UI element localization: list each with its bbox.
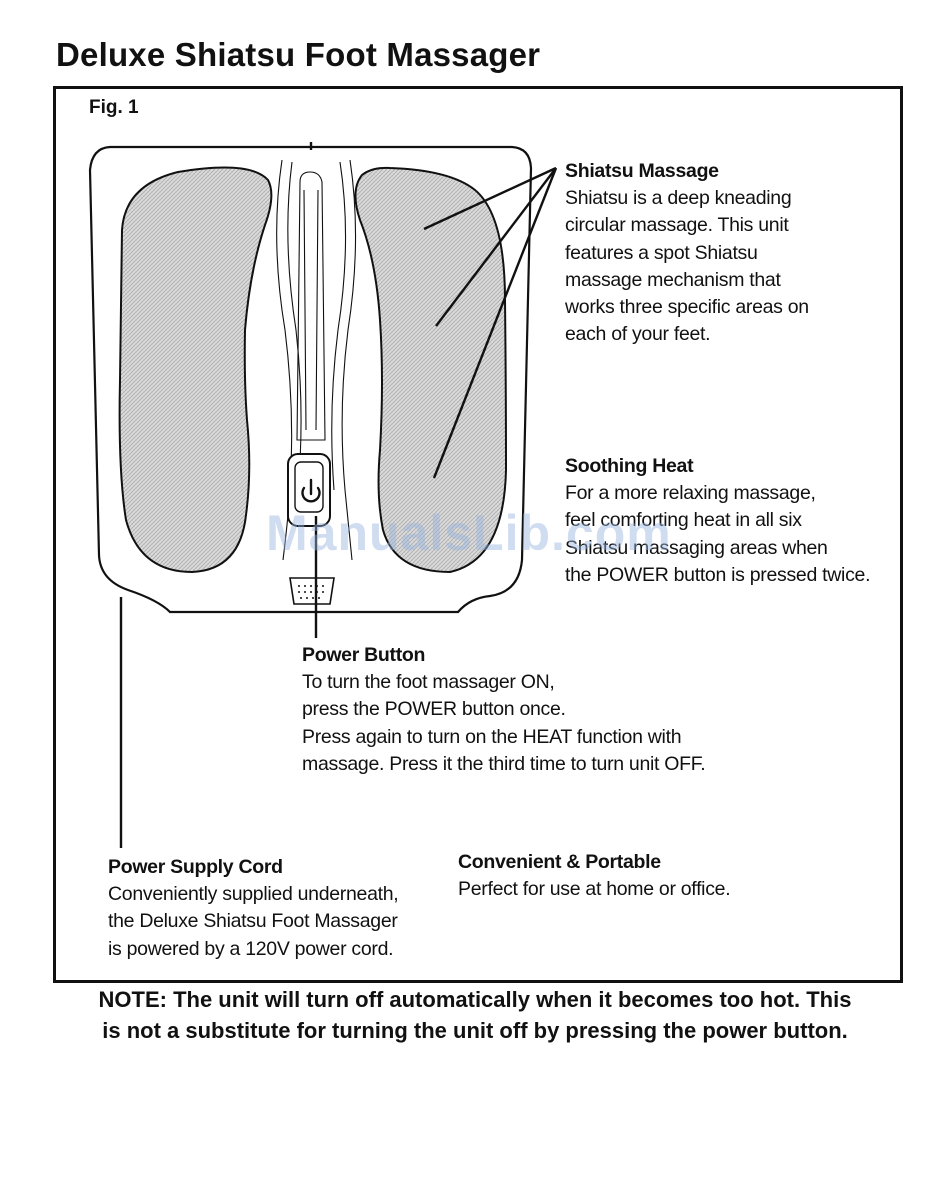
shiatsu-line: each of your feet. (565, 323, 711, 346)
shiatsu-text-block: Shiatsu Massage Shiatsu is a deep kneadi… (565, 158, 809, 348)
power-line: massage. Press it the third time to turn… (302, 752, 706, 775)
power-line: Press again to turn on the HEAT function… (302, 725, 682, 748)
cord-line: the Deluxe Shiatsu Foot Massager (108, 910, 398, 933)
right-foot-pad (354, 166, 508, 574)
shiatsu-leader-mid (435, 167, 557, 327)
left-foot-pad (118, 166, 273, 574)
heat-line: the POWER button is pressed twice. (565, 563, 871, 586)
cord-line: is powered by a 120V power cord. (108, 937, 394, 960)
shiatsu-line: massage mechanism that (565, 268, 781, 291)
shiatsu-line: works three specific areas on (565, 296, 809, 319)
heat-heading: Soothing Heat (565, 455, 694, 477)
figure-frame (53, 86, 903, 983)
power-line: press the POWER button once. (302, 698, 566, 721)
heat-line: Shiatsu massaging areas when (565, 536, 828, 559)
cord-heading: Power Supply Cord (108, 856, 283, 878)
note-text: NOTE: The unit will turn off automatical… (0, 984, 950, 1046)
shiatsu-leader-top (423, 166, 557, 231)
heat-text-block: Soothing Heat For a more relaxing massag… (565, 453, 870, 589)
power-text-block: Power Button To turn the foot massager O… (302, 642, 706, 778)
shiatsu-line: Shiatsu is a deep kneading (565, 187, 792, 210)
power-button (294, 461, 324, 513)
vent-grille (289, 577, 335, 605)
power-line: To turn the foot massager ON, (302, 671, 555, 694)
shiatsu-line: features a spot Shiatsu (565, 241, 758, 264)
note-line: is not a substitute for turning the unit… (102, 1018, 848, 1043)
portable-text-block: Convenient & Portable Perfect for use at… (458, 849, 731, 903)
power-heading: Power Button (302, 644, 426, 666)
portable-heading: Convenient & Portable (458, 851, 661, 873)
cord-text-block: Power Supply Cord Conveniently supplied … (108, 854, 399, 963)
cord-line: Conveniently supplied underneath, (108, 883, 399, 906)
heat-line: feel comforting heat in all six (565, 509, 802, 532)
shiatsu-line: circular massage. This unit (565, 214, 789, 237)
figure-label: Fig. 1 (89, 97, 139, 118)
shiatsu-heading: Shiatsu Massage (565, 160, 719, 182)
note-line: NOTE: The unit will turn off automatical… (98, 987, 852, 1012)
shiatsu-leader-low (432, 167, 558, 479)
power-icon (301, 478, 321, 503)
portable-line: Perfect for use at home or office. (458, 878, 731, 901)
page-title: Deluxe Shiatsu Foot Massager (56, 36, 541, 73)
heat-line: For a more relaxing massage, (565, 482, 816, 505)
